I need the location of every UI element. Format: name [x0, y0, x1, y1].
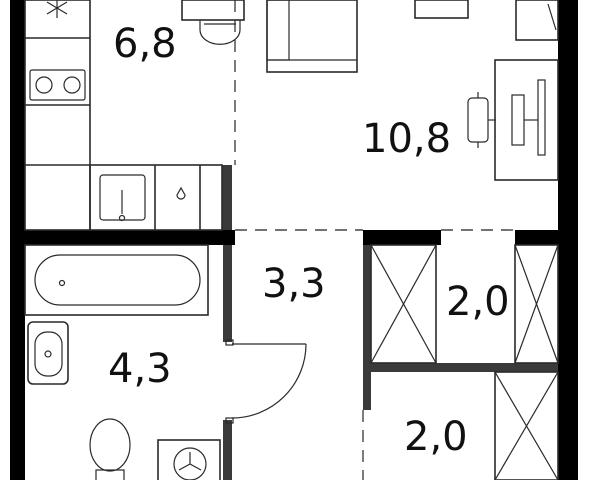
area-label-living-room: 10,8: [362, 116, 451, 162]
partition-bath-hall-lower: [223, 420, 232, 480]
door-swing: [225, 339, 307, 424]
area-label-kitchen: 6,8: [113, 21, 177, 67]
area-label-storage-lower: 2,0: [404, 414, 468, 460]
desk-chair-icon: [467, 92, 496, 148]
monitor-icon: [511, 79, 546, 156]
outer-wall-left: [10, 0, 25, 480]
side-table: [414, 0, 469, 19]
kitchen-counter: [24, 0, 223, 231]
outer-wall-right: [558, 0, 578, 480]
area-label-bathroom: 4,3: [108, 346, 172, 392]
area-label-hallway: 3,3: [262, 261, 326, 307]
dining-chair-icon: [181, 0, 245, 45]
snowflake-icon: [46, 0, 68, 18]
wardrobe-icon: [515, 0, 559, 41]
partition-storage-middle: [371, 363, 558, 372]
partition-storage-left: [363, 245, 371, 410]
faucet-icon: [176, 186, 186, 200]
partition-kitchen-hall: [222, 165, 232, 230]
bathtub-icon: [24, 244, 209, 316]
partition-bath-hall-upper: [223, 245, 232, 342]
sink-icon: [99, 174, 146, 222]
sofa-icon: [266, 0, 358, 73]
wall-storage-top-left: [363, 230, 441, 245]
area-label-storage-upper: 2,0: [446, 279, 510, 325]
stove-icon: [29, 69, 86, 101]
closet-left: [370, 244, 437, 364]
toilet-icon: [89, 418, 131, 480]
closet-lower: [494, 371, 559, 480]
wall-kitchen-bathroom: [25, 230, 235, 245]
washing-machine-icon: [157, 439, 221, 480]
washbasin-icon: [27, 321, 69, 385]
closet-right: [514, 244, 559, 364]
wall-storage-top-right: [515, 230, 558, 245]
